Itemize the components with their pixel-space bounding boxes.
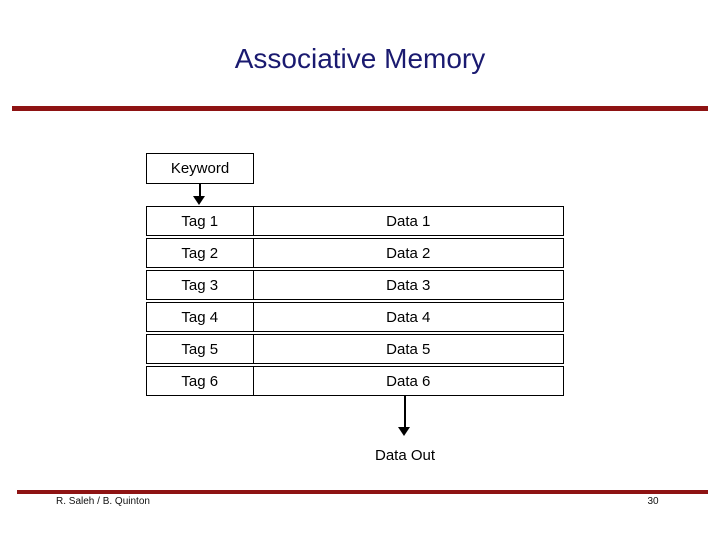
- arrow-down-icon: [398, 427, 410, 436]
- slide-title: Associative Memory: [234, 43, 486, 74]
- data-out-label: Data Out: [374, 447, 436, 464]
- data-cell: Data 6: [386, 372, 431, 390]
- table-row: Tag 1 Data 1: [146, 206, 564, 236]
- data-cell: Data 3: [386, 276, 431, 294]
- table-row: Tag 6 Data 6: [146, 366, 564, 396]
- tag-cell: Tag 3: [147, 271, 254, 299]
- data-cell: Data 2: [386, 244, 431, 262]
- tag-cell: Tag 4: [147, 303, 254, 331]
- data-cell: Data 5: [386, 340, 431, 358]
- data-out-arrow-stem: [404, 396, 406, 428]
- footer-rule: [17, 490, 708, 494]
- keyword-box: Keyword: [146, 153, 254, 184]
- tag-cell: Tag 2: [147, 239, 254, 267]
- tag-cell: Tag 5: [147, 335, 254, 363]
- data-cell: Data 4: [386, 308, 431, 326]
- table-row: Tag 3 Data 3: [146, 270, 564, 300]
- keyword-label: Keyword: [170, 160, 230, 177]
- keyword-arrow-stem: [199, 184, 201, 197]
- table-row: Tag 2 Data 2: [146, 238, 564, 268]
- memory-table: Tag 1 Data 1 Tag 2 Data 2 Tag 3 Data 3 T…: [146, 206, 564, 396]
- footer-author: R. Saleh / B. Quinton: [56, 496, 150, 507]
- tag-cell: Tag 1: [147, 207, 254, 235]
- table-row: Tag 4 Data 4: [146, 302, 564, 332]
- table-row: Tag 5 Data 5: [146, 334, 564, 364]
- page-number: 30: [647, 496, 659, 507]
- arrow-down-icon: [193, 196, 205, 205]
- title-underline-rule: [12, 106, 708, 111]
- tag-cell: Tag 6: [147, 367, 254, 395]
- data-cell: Data 1: [386, 212, 431, 230]
